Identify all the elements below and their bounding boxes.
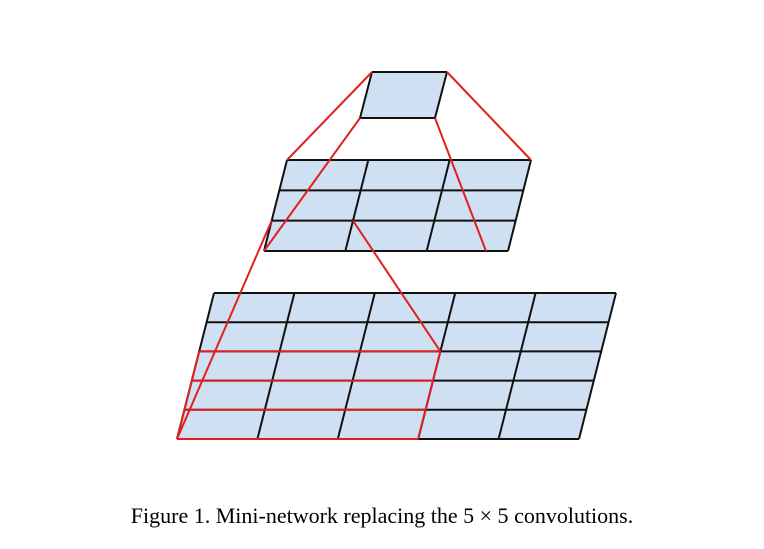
middle-3x3-cell-r1-c2 <box>434 190 524 221</box>
projection-line-top-left-inner <box>263 117 361 252</box>
caption-math: 5 × 5 <box>463 503 509 528</box>
bottom-5x5-cell-r1-c4 <box>520 322 609 352</box>
projection-line-top-left-outer <box>286 71 373 161</box>
middle-3x3-vline-3 <box>507 159 532 252</box>
bottom-5x5-cell-r0-c4 <box>528 293 616 323</box>
bottom-5x5-cell-r0-c1 <box>287 293 375 323</box>
bottom-5x5-cell-r2-c3 <box>433 351 521 381</box>
bottom-5x5-cell-r3-c4 <box>506 380 594 410</box>
bottom-5x5-cell-r2-c0 <box>191 351 280 381</box>
bottom-5x5-cell-r1-c2 <box>360 322 448 352</box>
bottom-5x5-cell-r1-c0 <box>199 322 287 352</box>
bottom-5x5-cell-r2-c2 <box>352 351 441 381</box>
middle-3x3-vline-1 <box>344 159 370 252</box>
bottom-5x5-cell-r4-c0 <box>177 409 265 439</box>
caption-suffix: convolutions. <box>508 503 634 528</box>
projection-line-mid-left <box>176 220 273 440</box>
top-output-cell-r0-c0 <box>360 72 447 118</box>
bottom-5x5-cell-r0-c3 <box>447 293 536 323</box>
bottom-5x5-vline-1 <box>256 292 296 440</box>
bottom-5x5-cell-r0-c0 <box>206 293 295 323</box>
bottom-5x5-cell-r4-c3 <box>418 409 506 439</box>
bottom-5x5-cell-r3-c3 <box>425 380 514 410</box>
bottom-5x5-cell-r2-c4 <box>513 351 602 381</box>
bottom-5x5-cell-r3-c2 <box>345 380 433 410</box>
receptive-field-edge-1 <box>417 351 442 440</box>
bottom-5x5-vline-4 <box>497 292 537 440</box>
bottom-5x5-cell-r4-c1 <box>257 409 346 439</box>
bottom-5x5-vline-2 <box>336 292 376 440</box>
bottom-5x5-vline-5 <box>578 292 617 440</box>
bottom-5x5-cell-r3-c1 <box>264 380 353 410</box>
cell-fills <box>177 72 616 439</box>
bottom-5x5-cell-r1-c1 <box>279 322 368 352</box>
bottom-5x5-cell-r3-c0 <box>184 380 273 410</box>
bottom-5x5-cell-r1-c3 <box>440 322 529 352</box>
middle-3x3-cell-r1-c1 <box>353 190 442 221</box>
middle-3x3-cell-r0-c0 <box>279 160 369 191</box>
projection-line-top-right-inner <box>434 117 487 252</box>
middle-3x3-vline-0 <box>263 159 288 252</box>
middle-3x3-cell-r0-c2 <box>442 160 531 191</box>
caption-prefix: Figure 1. Mini-network replacing the <box>130 503 464 528</box>
projection-line-mid-right <box>352 220 442 352</box>
projection-line-top-right-outer <box>446 71 532 161</box>
middle-3x3-cell-r0-c1 <box>360 160 450 191</box>
middle-3x3-vline-2 <box>425 159 451 252</box>
middle-3x3-cell-r1-c0 <box>271 190 361 221</box>
bottom-5x5-cell-r4-c2 <box>337 409 426 439</box>
top-output-vline-0 <box>359 71 373 119</box>
middle-3x3-cell-r2-c0 <box>264 220 353 251</box>
receptive-field-lines <box>176 71 532 440</box>
bottom-5x5-cell-r4-c4 <box>498 409 587 439</box>
middle-3x3-cell-r2-c2 <box>426 220 516 251</box>
bottom-5x5-cell-r2-c1 <box>272 351 360 381</box>
middle-3x3-cell-r2-c1 <box>345 220 435 251</box>
receptive-field-edge-0 <box>176 351 201 440</box>
figure-caption: Figure 1. Mini-network replacing the 5 ×… <box>0 503 764 529</box>
top-output-vline-1 <box>434 71 448 119</box>
